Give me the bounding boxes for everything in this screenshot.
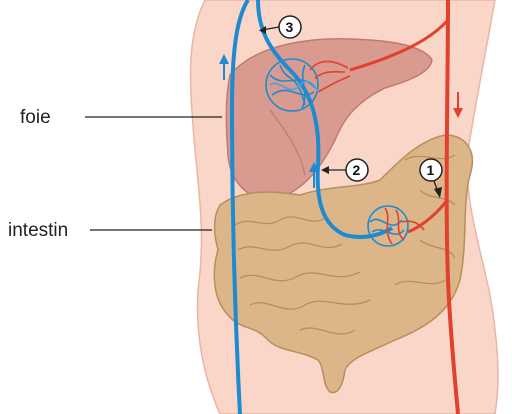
- svg-text:1: 1: [427, 162, 435, 178]
- svg-text:3: 3: [286, 19, 294, 35]
- svg-text:2: 2: [353, 162, 361, 178]
- label-liver: foie: [20, 107, 51, 128]
- label-intestine: intestin: [8, 220, 68, 241]
